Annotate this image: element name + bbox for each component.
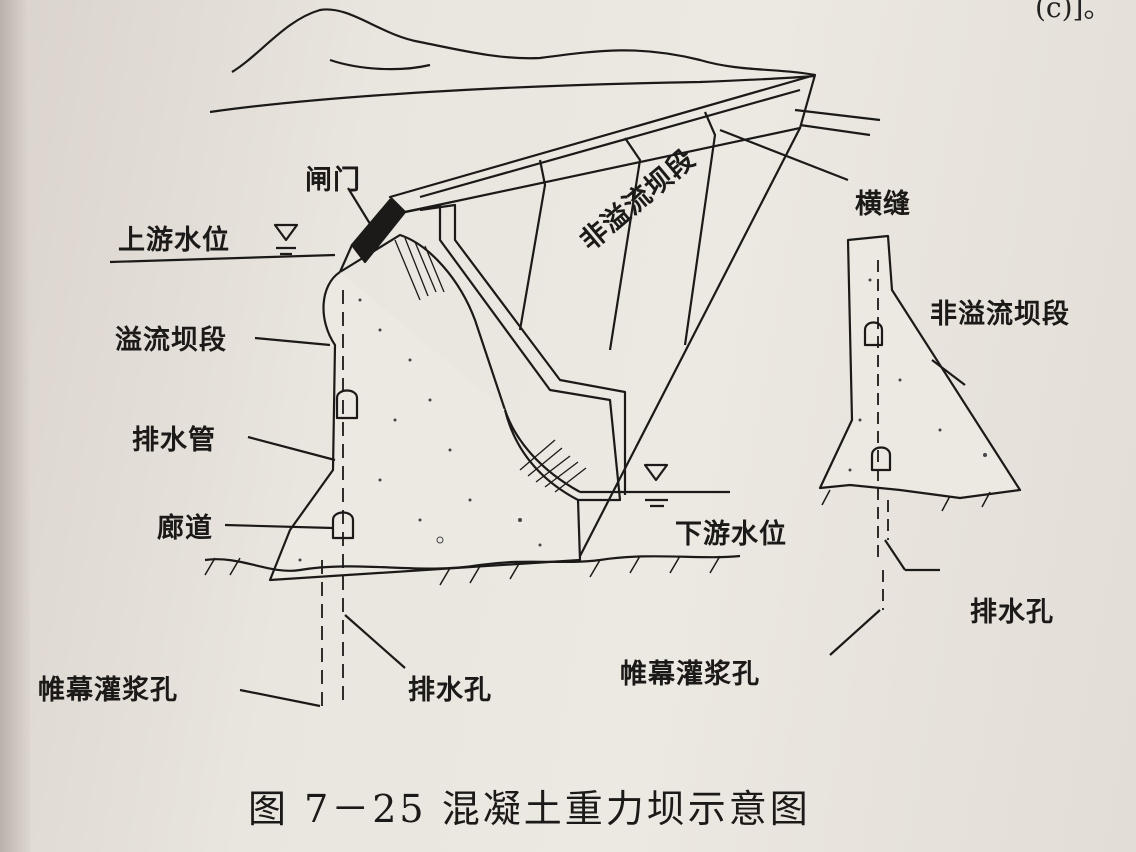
- gallery: [331, 511, 355, 540]
- ground-hatching-right: [821, 489, 991, 512]
- upstream-level-symbol: [273, 223, 299, 256]
- page-binding-edge: [0, 0, 30, 852]
- label-overflow-section: 溢流坝段: [115, 325, 227, 356]
- leader: [239, 688, 321, 708]
- gate: [350, 198, 407, 264]
- leader: [905, 359, 966, 572]
- upstream-water-line: [109, 253, 336, 264]
- figure-caption: 图 7－25 混凝土重力坝示意图: [248, 787, 811, 831]
- label-transverse-joint: 横缝: [855, 189, 911, 220]
- corner-text: (c)]。: [1035, 0, 1112, 24]
- transverse-joint: [608, 137, 642, 351]
- mountain-line: [231, 8, 816, 77]
- chute-hatching: [394, 237, 587, 493]
- label-drain-hole-left: 排水孔: [408, 675, 492, 706]
- downstream-face: [577, 127, 801, 561]
- concrete-stipple: [298, 278, 987, 562]
- leader: [829, 609, 881, 656]
- leader: [247, 435, 336, 462]
- gallery: [863, 321, 884, 347]
- spillway-chute: [404, 203, 622, 502]
- label-upstream-level: 上游水位: [118, 225, 230, 256]
- label-non-overflow-right: 非溢流坝段: [930, 299, 1070, 330]
- dam-crest: [388, 73, 817, 214]
- transverse-joint: [518, 159, 547, 331]
- non-overflow-cross-section: [818, 234, 1022, 500]
- leader: [347, 187, 376, 233]
- leader: [344, 614, 406, 669]
- horizon-line: [209, 74, 816, 114]
- spillway-chute-inner: [419, 203, 627, 495]
- label-curtain-grout-right: 帷幕灌浆孔: [620, 659, 760, 690]
- label-downstream-level: 下游水位: [675, 519, 787, 550]
- gallery: [870, 446, 892, 472]
- ground-line: [204, 554, 741, 572]
- drain-line-right: [877, 260, 889, 560]
- mountain-line-2: [329, 58, 431, 71]
- leader: [224, 523, 334, 530]
- label-gate: 闸门: [305, 165, 361, 196]
- right-bank: [794, 108, 881, 137]
- leader: [254, 336, 331, 347]
- gallery: [335, 389, 359, 420]
- transverse-joint: [683, 111, 717, 346]
- label-gallery: 廊道: [157, 513, 213, 544]
- downstream-level-symbol: [643, 463, 669, 508]
- ground-hatching: [204, 555, 721, 586]
- leader: [884, 539, 906, 571]
- overflow-section: [268, 271, 582, 582]
- crest-inner: [419, 88, 801, 199]
- label-drain-hole-right: 排水孔: [970, 597, 1054, 628]
- label-curtain-grout-left: 帷幕灌浆孔: [38, 675, 178, 706]
- transverse-joint-pointer: [719, 128, 849, 182]
- label-drain-pipe: 排水管: [132, 425, 216, 456]
